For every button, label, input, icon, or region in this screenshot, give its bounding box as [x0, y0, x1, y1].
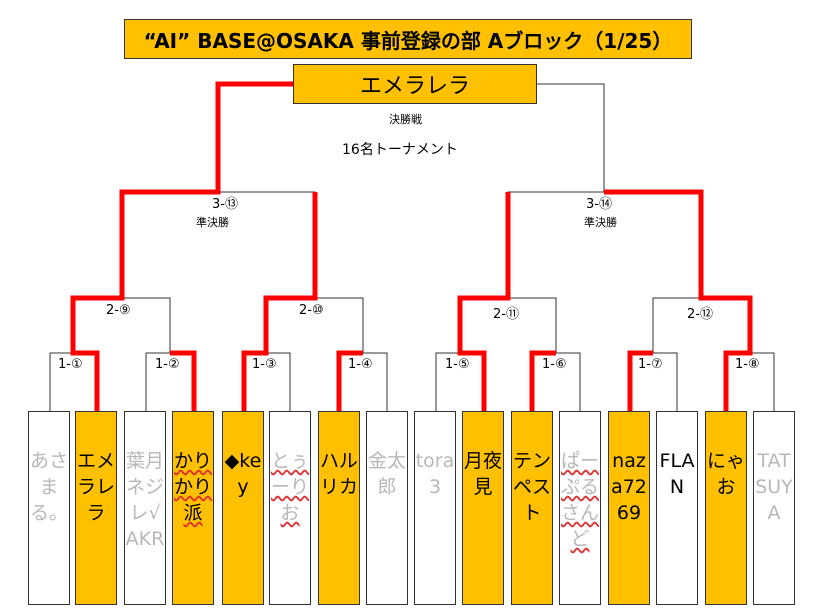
- bracket-final: [217, 83, 293, 192]
- champion-box: エメラレラ: [293, 64, 537, 104]
- player-name-5: ◆key: [224, 450, 262, 498]
- player-name-9: tora3: [415, 450, 455, 498]
- match-label-3-14: 3-⑭: [586, 197, 612, 212]
- player-box-5: ◆key: [222, 411, 264, 605]
- player-box-6: とぅーりお: [269, 411, 311, 605]
- player-box-16: TATSUYA: [753, 411, 795, 605]
- win-path-3: [241, 192, 318, 411]
- semifinal-label-right: 準決勝: [584, 216, 617, 229]
- player-name-3: 葉月ネジレ√AKR: [125, 450, 165, 550]
- player-box-2: エメラレラ: [75, 411, 117, 605]
- semifinal-label-left: 準決勝: [196, 216, 229, 229]
- bracket-final-right: [537, 83, 605, 192]
- player-name-8: 金太郎: [367, 450, 406, 498]
- player-box-14: FLAN: [656, 411, 698, 605]
- player-name-7: ハルリカ: [319, 450, 358, 498]
- match-label-2-10: 2-⑩: [299, 303, 324, 318]
- player-name-13: naza7269: [611, 450, 647, 524]
- win-path-8: [604, 189, 753, 411]
- player-name-6: とぅーりお: [270, 450, 309, 524]
- player-box-11: テンペスト: [511, 411, 553, 605]
- match-label-1-4: 1-④: [348, 357, 373, 372]
- player-box-3: 葉月ネジレ√AKR: [124, 411, 166, 605]
- player-name-12: ぱーぷるさんど: [560, 450, 599, 550]
- player-box-12: ぱーぷるさんど: [559, 411, 601, 605]
- match-label-1-1: 1-①: [58, 357, 83, 372]
- page-title: “AI” BASE@OSAKA 事前登録の部 Aブロック（1/25）: [124, 19, 692, 59]
- player-name-14: FLAN: [659, 450, 695, 498]
- match-label-3-13: 3-⑬: [212, 197, 238, 212]
- player-box-15: にゃお: [705, 411, 747, 605]
- win-path-2: [170, 350, 197, 411]
- match-label-2-12: 2-⑫: [687, 307, 713, 322]
- match-label-1-5: 1-⑤: [445, 357, 470, 372]
- player-name-11: テンペスト: [512, 450, 551, 524]
- player-box-9: tora3: [414, 411, 456, 605]
- player-box-4: かりかり派: [172, 411, 214, 605]
- player-box-7: ハルリカ: [318, 411, 360, 605]
- match-label-1-6: 1-⑥: [542, 357, 567, 372]
- player-name-2: エメラレラ: [76, 450, 115, 524]
- match-label-1-2: 1-②: [155, 357, 180, 372]
- win-path-1: [70, 81, 293, 411]
- match-label-2-11: 2-⑪: [493, 307, 519, 322]
- player-name-1: あさまる。: [29, 450, 68, 524]
- match-label-1-7: 1-⑦: [638, 357, 663, 372]
- win-path-5: [457, 192, 511, 411]
- win-path-6: [529, 350, 556, 411]
- win-path-7: [627, 350, 653, 411]
- player-name-4: かりかり派: [173, 450, 212, 524]
- player-box-10: 月夜見: [462, 411, 504, 605]
- win-path-4: [336, 350, 363, 411]
- bracket-size-label: 16名トーナメント: [342, 142, 458, 158]
- player-box-1: あさまる。: [28, 411, 70, 605]
- match-label-2-9: 2-⑨: [106, 303, 131, 318]
- match-label-1-8: 1-⑧: [735, 357, 760, 372]
- player-name-15: にゃお: [706, 450, 745, 498]
- player-box-8: 金太郎: [366, 411, 408, 605]
- player-name-10: 月夜見: [463, 450, 502, 498]
- player-name-16: TATSUYA: [755, 450, 793, 524]
- player-box-13: naza7269: [608, 411, 650, 605]
- final-label: 決勝戦: [389, 113, 422, 126]
- match-label-1-3: 1-③: [252, 357, 277, 372]
